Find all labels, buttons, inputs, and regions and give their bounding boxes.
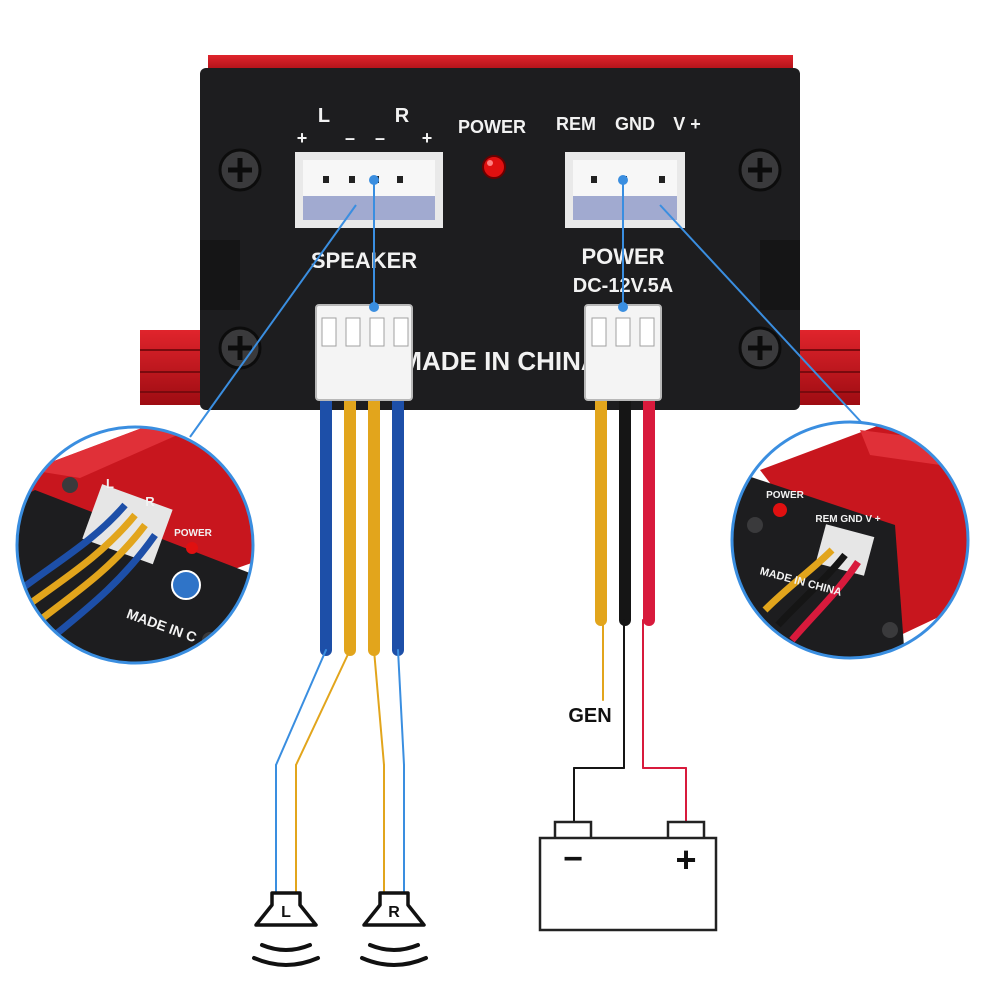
inset-channel-right: R <box>145 494 155 509</box>
power-led-label: POWER <box>458 117 526 137</box>
channel-left-label: L <box>318 105 330 127</box>
speaker-left-icon <box>252 891 320 967</box>
callout-dot <box>618 175 628 185</box>
inset-power-zoom: POWER REM GND V + MADE IN CHINA <box>730 420 970 660</box>
pin-minus-label: – <box>345 128 355 148</box>
speaker-connector <box>315 304 413 401</box>
vplus-label: V + <box>673 114 701 134</box>
screw-icon <box>738 326 782 370</box>
speaker-right-label: R <box>388 904 400 921</box>
battery-plus-label: + <box>675 839 696 880</box>
rem-label: REM <box>556 114 596 134</box>
power-socket <box>565 152 685 228</box>
pin-plus-label: + <box>297 128 308 148</box>
inset-speaker-zoom: L R POWER MADE IN C <box>15 425 255 665</box>
inset-power-label: POWER <box>174 528 213 539</box>
callout-dot <box>369 302 379 312</box>
callout-dot <box>618 302 628 312</box>
inset-channel-left: L <box>106 476 114 491</box>
screw-icon <box>738 148 782 192</box>
speaker-socket <box>295 152 443 228</box>
screw-icon <box>218 148 262 192</box>
callout-dot <box>369 175 379 185</box>
battery-minus-label: − <box>563 840 583 878</box>
inset-rem-gnd-v-label: REM GND V + <box>815 514 880 525</box>
battery-icon <box>538 820 718 932</box>
speaker-label: SPEAKER <box>311 248 417 273</box>
power-wires <box>573 392 687 826</box>
callout-lines <box>189 180 863 438</box>
pin-plus-label: + <box>422 128 433 148</box>
power-led <box>482 155 506 179</box>
pin-minus-label: – <box>375 128 385 148</box>
speaker-wires <box>275 392 405 896</box>
gnd-label: GND <box>615 114 655 134</box>
gen-label: GEN <box>568 705 611 727</box>
made-in-label: MADE IN CHINA <box>400 346 600 376</box>
power-connector <box>584 304 662 401</box>
speaker-left-label: L <box>281 904 291 921</box>
inset-power-label: POWER <box>766 490 805 501</box>
speaker-right-icon <box>360 891 428 967</box>
channel-right-label: R <box>395 105 410 127</box>
